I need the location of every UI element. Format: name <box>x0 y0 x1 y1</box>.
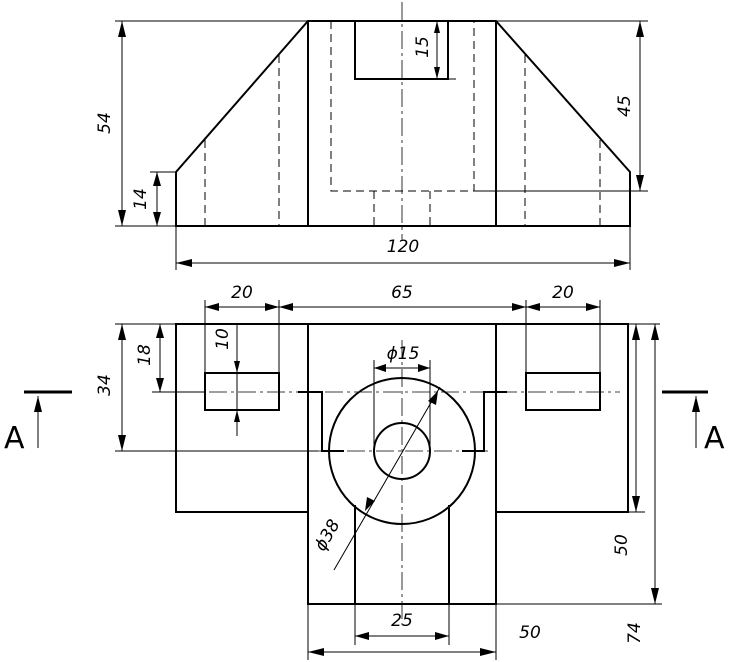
dim-height-right: 45 <box>615 95 635 117</box>
arrowheads <box>156 324 164 392</box>
section-marker-right: A <box>662 390 725 456</box>
hidden-cavity <box>330 21 475 192</box>
dim-neck-width: 25 <box>391 611 413 631</box>
left-slot <box>204 372 280 411</box>
dim-line-diagonal <box>333 386 441 571</box>
right-slot <box>525 372 601 411</box>
dim-slot-height: 10 <box>213 328 233 350</box>
dim-slot-offset: 18 <box>135 344 155 366</box>
section-label-right: A <box>704 421 725 456</box>
dim-total-height: 74 <box>625 622 645 644</box>
top-view: 20 65 20 10 18 34 ϕ15 <box>4 283 725 660</box>
dim-right-slot-width: 20 <box>552 283 574 303</box>
dim-middle-width: 65 <box>391 283 413 303</box>
section-marker-left: A <box>4 390 72 456</box>
front-top-slot <box>354 21 449 80</box>
dim-height-low: 14 <box>131 188 151 210</box>
front-view: 54 14 45 15 120 <box>95 2 648 270</box>
dim-right-height: 50 <box>612 534 632 556</box>
arrowheads <box>153 172 161 226</box>
dim-left-slot-width: 20 <box>231 283 253 303</box>
dim-bottom-width: 50 <box>519 623 541 643</box>
arrowheads <box>374 364 430 372</box>
dim-height-total: 54 <box>95 112 115 134</box>
dim-width-total: 120 <box>387 237 419 257</box>
dim-hole-small: ϕ15 <box>387 344 420 364</box>
dim-center-offset: 34 <box>95 374 115 396</box>
dim-hole-large: ϕ38 <box>311 516 345 555</box>
front-outline <box>175 20 631 227</box>
dim-slot-depth: 15 <box>413 36 433 58</box>
section-label-left: A <box>4 421 25 456</box>
arrowheads <box>434 21 440 79</box>
section-cut-left <box>298 391 344 452</box>
